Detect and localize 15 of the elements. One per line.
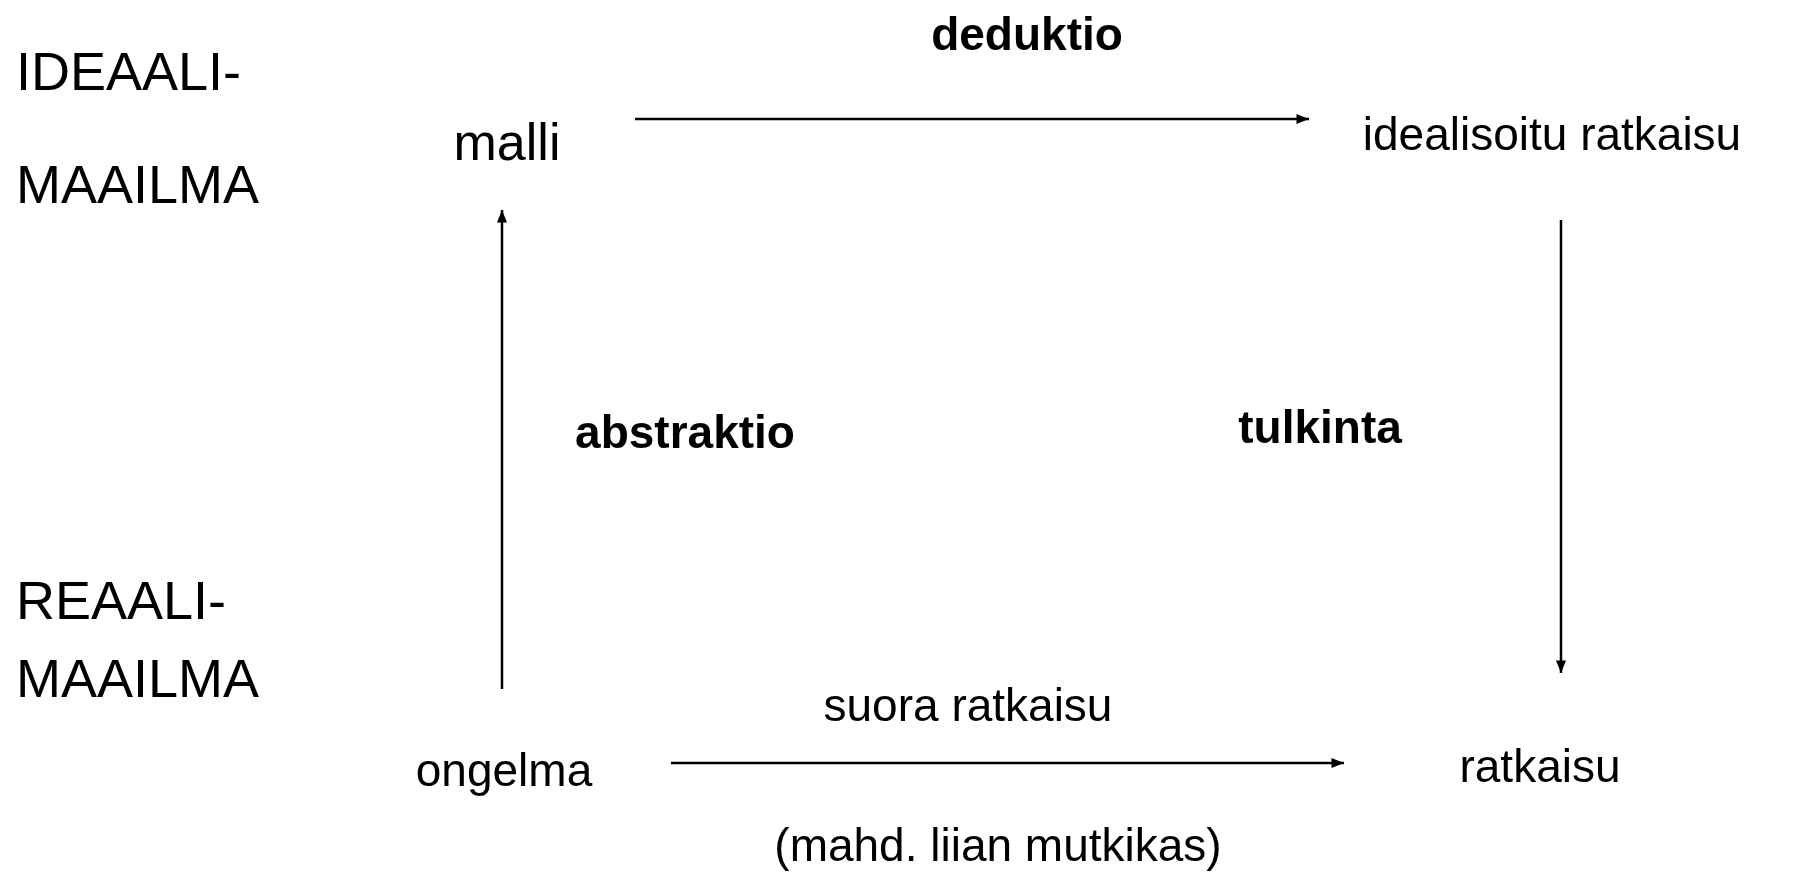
edge-label: abstraktio [575, 405, 795, 459]
edge-label: tulkinta [1238, 400, 1402, 454]
node-label: idealisoitu ratkaisu [1362, 107, 1742, 161]
arrow [497, 210, 507, 689]
edge-label: deduktio [931, 7, 1123, 61]
arrow [635, 114, 1309, 124]
region-label: REAALI- MAAILMA [16, 569, 261, 710]
arrow [671, 758, 1344, 768]
node-label: ongelma [415, 743, 593, 797]
region-label: IDEAALI- MAAILMA [16, 40, 261, 216]
node-label: malli [453, 112, 561, 172]
node-label: ratkaisu [1459, 739, 1621, 793]
note-text: (mahd. liian mutkikas) [774, 818, 1222, 872]
edge-label: suora ratkaisu [823, 678, 1113, 732]
arrow [1556, 220, 1566, 673]
